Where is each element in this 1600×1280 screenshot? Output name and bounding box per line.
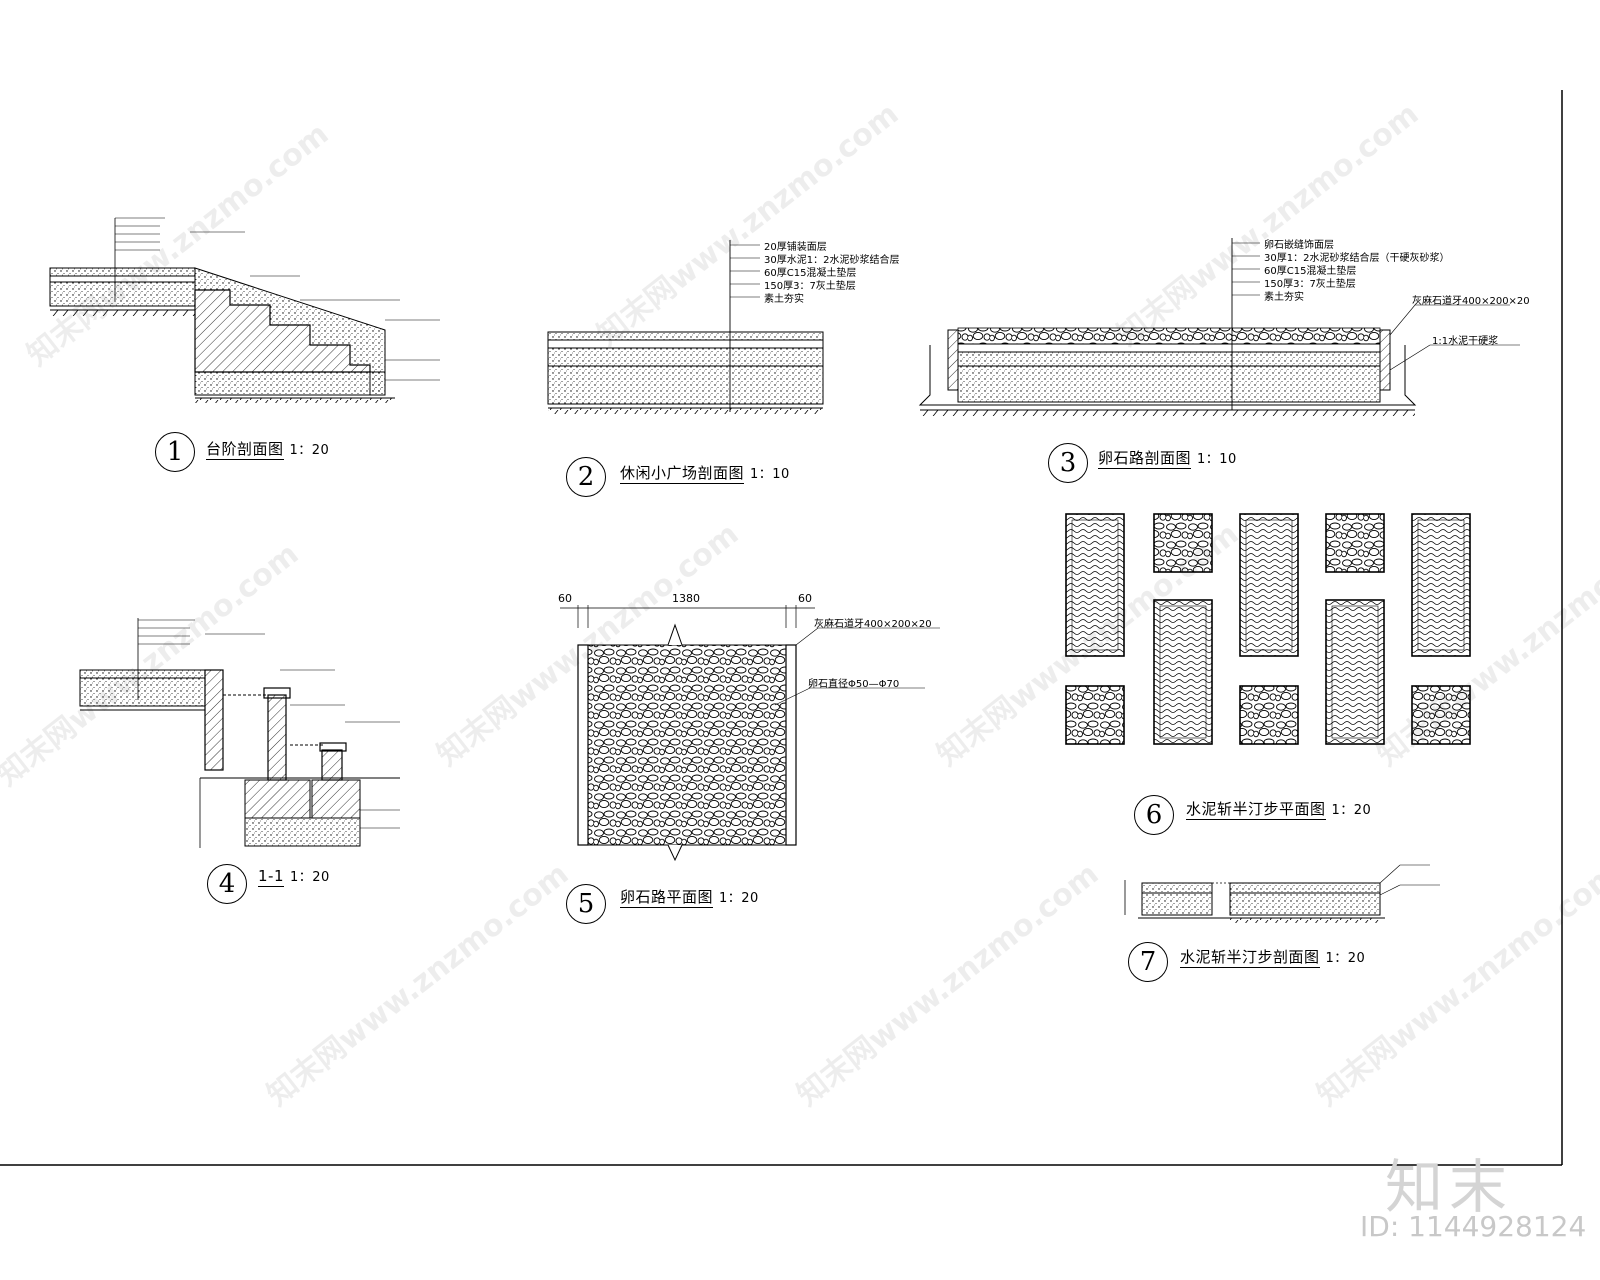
site-logo: 知末 xyxy=(1385,1153,1514,1221)
drawing-title-text: 休闲小广场剖面图 xyxy=(620,464,745,484)
dim-left: 60 xyxy=(558,592,572,605)
drawing-scale: 1：10 xyxy=(1197,452,1237,467)
drawing-6-stepping-plan xyxy=(1065,513,1471,745)
note-d2-layer: 30厚水泥1：2水泥砂浆结合层 xyxy=(764,255,900,266)
drawing-4-section-1-1 xyxy=(79,618,400,848)
drawing-3-pebble-section xyxy=(918,238,1520,416)
drawing-title-text: 水泥斩半汀步剖面图 xyxy=(1180,948,1320,968)
drawing-number: 5 xyxy=(566,884,606,924)
drawing-title: 1-1 1：20 xyxy=(258,866,330,887)
drawing-scale: 1：20 xyxy=(719,891,759,906)
drawing-title: 水泥斩半汀步平面图 1：20 xyxy=(1186,798,1372,820)
note-d5-curb: 灰麻石道牙400×200×20 xyxy=(814,619,932,630)
drawing-7-stepping-section xyxy=(1124,864,1440,923)
drawing-scale: 1：10 xyxy=(750,467,790,482)
drawing-title: 卵石路平面图 1：20 xyxy=(620,886,759,908)
note-d3-curb: 灰麻石道牙400×200×20 xyxy=(1412,296,1530,307)
note-d5-pebble: 卵石直径Φ50—Φ70 xyxy=(808,679,900,690)
note-d2-layer: 150厚3：7灰土垫层 xyxy=(764,281,856,292)
drawing-1-stair-section xyxy=(49,217,440,403)
drawing-title: 台阶剖面图 1：20 xyxy=(206,438,330,460)
note-d2-layer: 素土夯实 xyxy=(764,294,804,305)
drawing-number: 7 xyxy=(1128,942,1168,982)
resource-id: ID: 1144928124 xyxy=(1360,1210,1587,1243)
drawing-5-pebble-plan xyxy=(560,605,940,862)
note-d3-layer: 30厚1：2水泥砂浆结合层（干硬灰砂浆） xyxy=(1264,253,1450,264)
note-d2-layer: 20厚铺装面层 xyxy=(764,242,827,253)
drawing-scale: 1：20 xyxy=(1325,951,1366,966)
drawing-scale: 1：20 xyxy=(1331,803,1372,818)
note-d2-layer: 60厚C15混凝土垫层 xyxy=(764,268,857,279)
drawing-title-text: 卵石路剖面图 xyxy=(1098,449,1192,469)
note-d3-layer: 60厚C15混凝土垫层 xyxy=(1264,266,1357,277)
drawing-title: 休闲小广场剖面图 1：10 xyxy=(620,462,790,484)
note-d3-mortar: 1:1水泥干硬浆 xyxy=(1432,336,1499,347)
drawing-scale: 1：20 xyxy=(290,870,330,885)
drawing-number: 6 xyxy=(1134,795,1174,835)
drawing-number: 4 xyxy=(207,864,247,904)
drawing-title-text: 卵石路平面图 xyxy=(620,888,714,908)
drawing-title: 水泥斩半汀步剖面图 1：20 xyxy=(1180,946,1366,968)
note-d3-layer: 卵石嵌缝饰面层 xyxy=(1264,240,1334,251)
note-d3-layer: 素土夯实 xyxy=(1264,292,1304,303)
drawing-2-plaza-section xyxy=(547,240,824,414)
dim-center: 1380 xyxy=(672,592,700,605)
dim-right: 60 xyxy=(798,592,812,605)
drawing-number: 2 xyxy=(566,457,606,497)
drawing-title: 卵石路剖面图 1：10 xyxy=(1098,447,1237,469)
drawing-title-text: 水泥斩半汀步平面图 xyxy=(1186,800,1326,820)
note-d3-layer: 150厚3：7灰土垫层 xyxy=(1264,279,1356,290)
drawing-title-text: 台阶剖面图 xyxy=(206,440,284,460)
drawing-title-text: 1-1 xyxy=(258,867,284,887)
drawing-number: 1 xyxy=(155,432,195,472)
drawing-scale: 1：20 xyxy=(289,443,330,458)
drawing-number: 3 xyxy=(1048,443,1088,483)
